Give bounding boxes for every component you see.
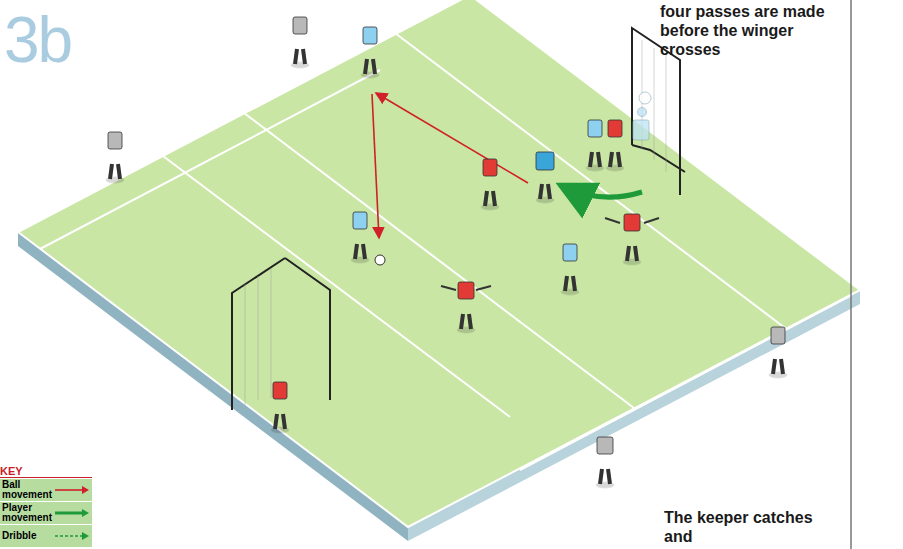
key-text: Dribble [0,531,54,541]
note-text: four passes are made before the winger c… [660,2,835,59]
key-text: Ball movement [0,480,54,500]
key-row: Player movement [0,502,92,524]
key-sample [54,531,90,541]
key-row: Ball movement [0,479,92,501]
key-heading: KEY [0,465,92,478]
key-row: Dribble [0,525,92,547]
panel-number: 3b [4,8,71,72]
key-text: Player movement [0,503,54,523]
key-sample [54,485,90,495]
key-box: KEY Ball movementPlayer movementDribble [0,465,92,547]
note-text: The keeper catches and [664,508,839,546]
key-sample [54,508,90,518]
